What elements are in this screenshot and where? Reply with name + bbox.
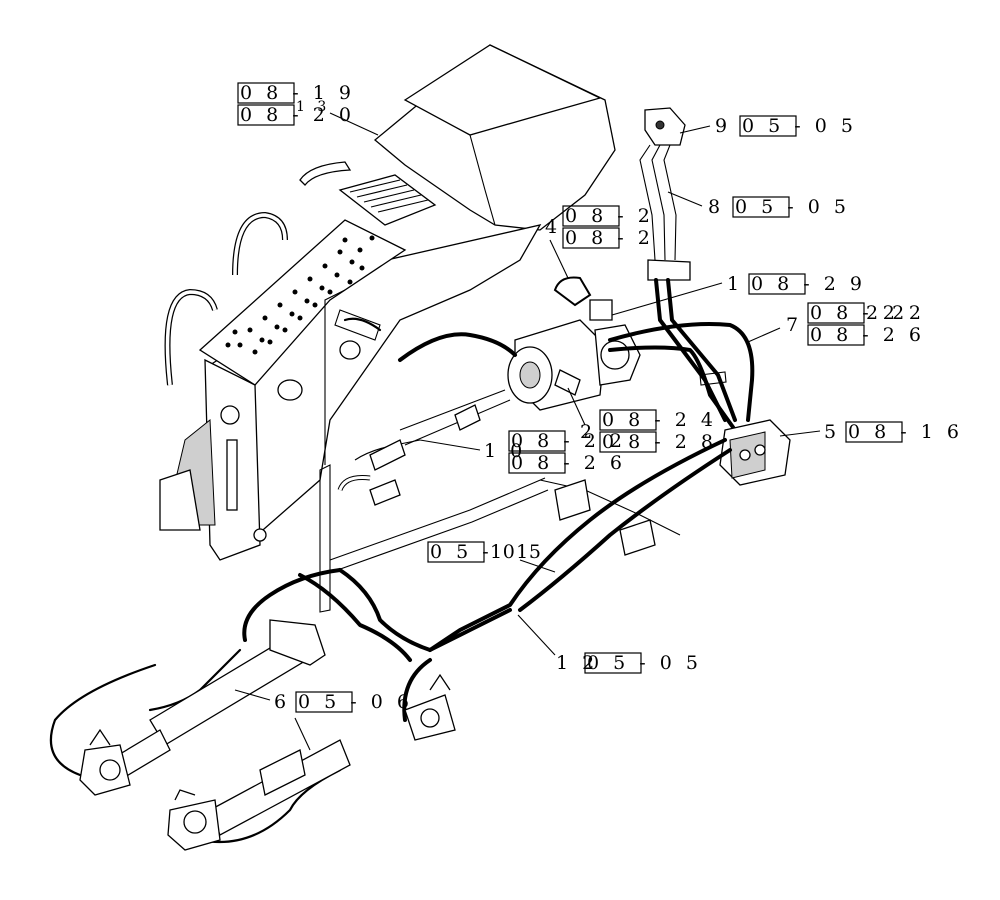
callout-item-6: 6 0 5 - 0 6 bbox=[234, 689, 413, 751]
leader-line bbox=[747, 327, 781, 343]
callout-item-9: 9 0 5 - 0 5 bbox=[679, 115, 857, 137]
ref-box bbox=[508, 430, 566, 452]
ref-label: 0 8 - 2 bbox=[565, 227, 654, 249]
callout-item-11: 0 5 - 0 5 1 1 bbox=[427, 541, 556, 573]
leader-line bbox=[419, 439, 481, 451]
ref-label: 0 5 - 0 6 bbox=[298, 691, 413, 713]
ref-label: 0 8 - 1 6 bbox=[848, 421, 963, 443]
ref-label: 0 8 - 2 2 bbox=[810, 302, 925, 324]
ref-box bbox=[508, 452, 566, 474]
ref-box bbox=[584, 652, 642, 674]
ref-box bbox=[295, 691, 353, 713]
leader-line bbox=[294, 717, 311, 751]
item-number: 1 bbox=[727, 273, 743, 295]
callout-item-12: 1 2 0 5 - 0 5 bbox=[517, 614, 702, 674]
item-number: 9 bbox=[715, 115, 731, 137]
lift-cylinder-right bbox=[167, 673, 456, 851]
leader-line bbox=[329, 112, 379, 136]
ref-box bbox=[732, 196, 790, 218]
ref-box bbox=[237, 104, 295, 126]
ref-box bbox=[748, 273, 806, 295]
ref-label: 0 8 - 2 0 bbox=[240, 104, 355, 126]
ref-label: 0 8 - 2 6 bbox=[810, 324, 925, 346]
item-number: 7 bbox=[786, 314, 802, 336]
ref-box bbox=[807, 302, 865, 324]
callout-item-5: 5 0 8 - 1 6 bbox=[779, 421, 963, 443]
leader-line bbox=[519, 559, 556, 573]
return-lines bbox=[329, 438, 732, 652]
leader-line bbox=[517, 614, 556, 656]
item-number: 8 bbox=[708, 196, 724, 218]
pilot-control-valve bbox=[639, 107, 737, 422]
ref-label: 0 5 - 0 5 bbox=[742, 115, 857, 137]
item-number: 4 bbox=[545, 216, 561, 238]
lift-cylinder-left bbox=[79, 619, 326, 796]
item-number: 2 bbox=[580, 421, 596, 443]
ref-box bbox=[427, 541, 485, 563]
callout-item-8: 8 0 5 - 0 5 bbox=[667, 191, 850, 218]
callout-item-7: 7 0 8 - 2 2 0 8 - 2 6 2 2 bbox=[747, 302, 925, 346]
perforation-dots bbox=[225, 235, 375, 355]
item-number: 1 3 bbox=[296, 99, 330, 115]
leader-line bbox=[667, 191, 703, 207]
ref-box bbox=[562, 205, 620, 227]
item-number: 5 bbox=[824, 421, 840, 443]
ref-box bbox=[845, 421, 903, 443]
ref-label: 0 8 - 1 9 bbox=[240, 82, 355, 104]
leader-line bbox=[567, 387, 586, 426]
hydraulic-pump bbox=[507, 276, 641, 411]
leader-line bbox=[779, 430, 821, 437]
control-valve bbox=[699, 371, 791, 486]
ref-box bbox=[599, 431, 657, 453]
ref-label: 0 8 - 2 bbox=[565, 205, 654, 227]
item-number: 6 bbox=[274, 691, 290, 713]
ref-box bbox=[739, 115, 797, 137]
ref-label: 0 8 - 2 4 bbox=[602, 409, 717, 431]
item-number: 1 1 bbox=[490, 541, 532, 563]
callout-item-1: 1 0 8 - 2 9 bbox=[611, 273, 866, 316]
ref-box bbox=[807, 324, 865, 346]
callout-item-2: 2 0 8 - 2 4 0 8 - 2 8 bbox=[567, 387, 717, 453]
callout-item-4: 4 0 8 - 2 0 8 - 2 bbox=[545, 205, 654, 279]
ref-box bbox=[599, 409, 657, 431]
leader-line bbox=[679, 125, 711, 134]
ref-label: 0 8 - 2 6 bbox=[511, 452, 626, 474]
item-number: 1 0 bbox=[484, 440, 526, 462]
ref-box bbox=[237, 82, 295, 104]
ref-suffix: 2 2 bbox=[866, 302, 908, 324]
ref-label: 0 8 - 2 8 bbox=[602, 431, 717, 453]
ref-box bbox=[562, 227, 620, 249]
ref-label: 0 8 - 2 9 bbox=[751, 273, 866, 295]
leader-line bbox=[549, 239, 569, 279]
ref-label: 0 5 - 0 5 bbox=[587, 652, 702, 674]
leader-line bbox=[611, 282, 723, 316]
ref-label: 0 8 - 2 2 bbox=[511, 430, 626, 452]
loader-frame-assembly bbox=[159, 44, 616, 613]
ref-label: 0 5 - 0 5 bbox=[735, 196, 850, 218]
callout-ref-top: 0 8 - 1 9 0 8 - 2 0 1 3 bbox=[237, 82, 379, 136]
cylinder-hoses bbox=[49, 568, 512, 844]
callout-item-10: 1 0 0 8 - 2 2 0 8 - 2 6 bbox=[419, 430, 626, 474]
ref-label: 0 5 - 0 5 bbox=[430, 541, 545, 563]
leader-line bbox=[234, 689, 271, 701]
